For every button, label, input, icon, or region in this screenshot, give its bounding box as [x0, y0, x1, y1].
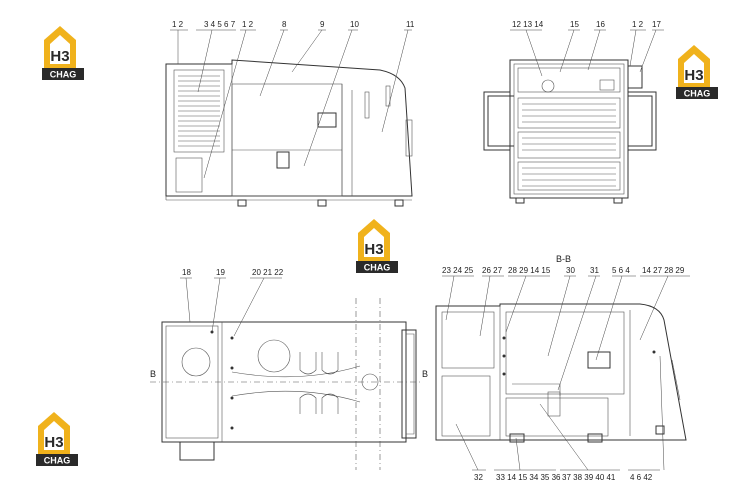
callout-side: 16 — [596, 20, 605, 29]
logo-monogram: H3 — [50, 48, 69, 65]
logo-monogram: H3 — [684, 67, 703, 84]
callout-section-top: 31 — [590, 266, 599, 275]
section-title: B-B — [556, 254, 571, 264]
company-logo: H3 CHAG — [36, 412, 78, 466]
callout-front: 11 — [406, 20, 415, 29]
callout-top: 18 — [182, 268, 191, 277]
section-mark-left: B — [150, 369, 156, 379]
callout-section-bottom: 33 14 15 34 35 36 — [496, 473, 561, 482]
callout-top: 19 — [216, 268, 225, 277]
callout-section-bottom: 32 — [474, 473, 483, 482]
callout-front: 10 — [350, 20, 359, 29]
section-mark-right: B — [422, 369, 428, 379]
callout-side: 15 — [570, 20, 579, 29]
callout-side: 12 13 14 — [512, 20, 544, 29]
callout-section-top: 26 27 — [482, 266, 503, 275]
logo-monogram: H3 — [44, 434, 63, 451]
logo-wordmark: CHAG — [684, 89, 711, 99]
company-logo: H3 CHAG — [42, 26, 84, 80]
callout-section-top: 30 — [566, 266, 575, 275]
logo-wordmark: CHAG — [50, 70, 77, 80]
callout-front: 1 2 — [172, 20, 184, 29]
company-logo: H3 CHAG — [356, 219, 398, 273]
logo-wordmark: CHAG — [364, 263, 391, 273]
logo-monogram: H3 — [364, 241, 383, 258]
company-logo: H3 CHAG — [676, 45, 718, 99]
callout-section-top: 28 29 14 15 — [508, 266, 551, 275]
callout-section-top: 23 24 25 — [442, 266, 474, 275]
callout-top: 20 21 22 — [252, 268, 284, 277]
plan-view: B B 18 19 20 21 22 — [150, 268, 428, 470]
callout-section-bottom: 4 6 42 — [630, 473, 653, 482]
logo-wordmark: CHAG — [44, 456, 71, 466]
callout-section-bottom: 37 38 39 40 41 — [562, 473, 616, 482]
front-elevation-view: 1 2 3 4 5 6 7 1 2 8 9 10 11 — [165, 20, 415, 207]
callout-side: 17 — [652, 20, 661, 29]
callout-front: 8 — [282, 20, 287, 29]
callout-front: 3 4 5 6 7 — [204, 20, 236, 29]
callout-side: 1 2 — [632, 20, 644, 29]
section-b-b-view: B-B 23 24 25 26 27 — [435, 254, 690, 482]
callout-front: 9 — [320, 20, 325, 29]
callout-front: 1 2 — [242, 20, 254, 29]
side-elevation-view: 12 13 14 15 16 1 2 17 — [483, 20, 664, 204]
callout-section-top: 14 27 28 29 — [642, 266, 685, 275]
callout-section-top: 5 6 4 — [612, 266, 630, 275]
